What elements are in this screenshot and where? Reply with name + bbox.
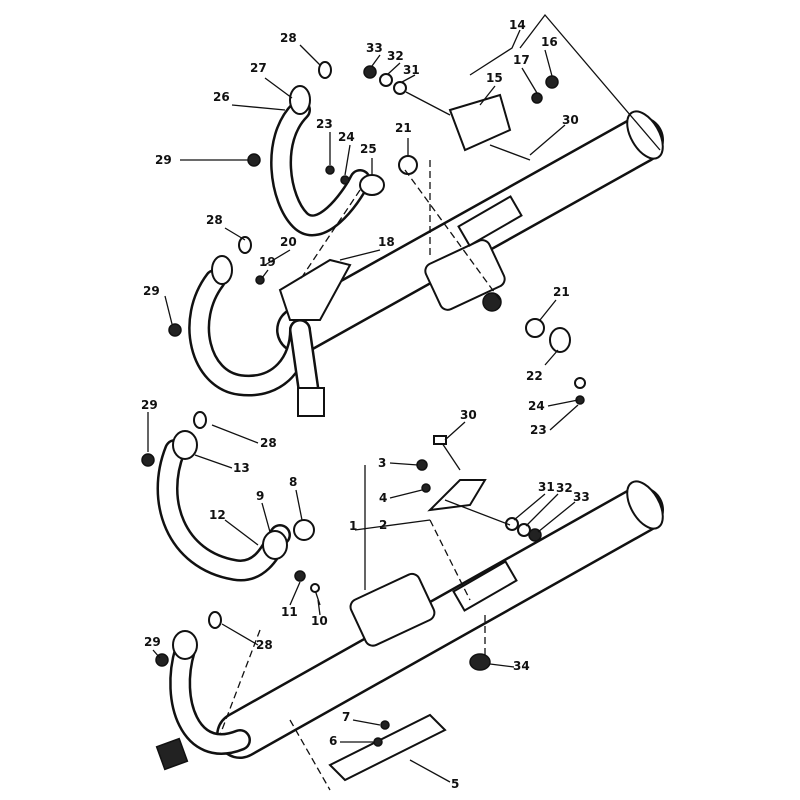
callout-34: 34 <box>513 659 530 673</box>
callout-10: 10 <box>311 614 328 628</box>
callout-30: 30 <box>562 113 579 127</box>
callout-11: 11 <box>281 605 298 619</box>
callout-2: 2 <box>379 518 387 532</box>
callout-29d: 29 <box>144 635 161 649</box>
callout-15: 15 <box>486 71 503 85</box>
callout-28d: 28 <box>256 638 273 652</box>
upper-small-parts <box>168 61 586 417</box>
callout-1: 1 <box>349 519 357 533</box>
callout-8: 8 <box>289 475 297 489</box>
upper-leader-lines <box>164 13 661 431</box>
callout-21: 21 <box>395 121 412 135</box>
callout-7: 7 <box>342 710 350 724</box>
callout-12: 12 <box>209 508 226 522</box>
callout-27: 27 <box>250 61 267 75</box>
lower-leader-lines <box>147 412 576 791</box>
callout-24: 24 <box>338 130 355 144</box>
callout-13: 13 <box>233 461 250 475</box>
callout-18: 18 <box>378 235 395 249</box>
callout-22: 22 <box>526 369 543 383</box>
upper-heat-shield <box>457 195 523 247</box>
callout-14: 14 <box>509 18 526 32</box>
callout-26: 26 <box>213 90 230 104</box>
callout-6: 6 <box>329 734 337 748</box>
callout-21b: 21 <box>553 285 570 299</box>
lower-heat-shield <box>452 560 518 612</box>
lower-muffler <box>216 480 664 759</box>
callout-20: 20 <box>280 235 297 249</box>
callout-29b: 29 <box>143 284 160 298</box>
upper-chamber <box>424 239 506 311</box>
callout-4: 4 <box>379 491 387 505</box>
callout-28: 28 <box>280 31 297 45</box>
callout-30b: 30 <box>460 408 477 422</box>
callout-3: 3 <box>378 456 386 470</box>
callout-labels: 28 27 26 29 23 24 25 21 33 32 31 14 16 1… <box>141 18 590 791</box>
callout-28c: 28 <box>260 436 277 450</box>
lower-chamber <box>349 572 436 647</box>
callout-23b: 23 <box>530 423 547 437</box>
upper-rear-header-pipe <box>270 99 371 237</box>
callout-32: 32 <box>387 49 404 63</box>
callout-31b: 31 <box>538 480 555 494</box>
callout-32b: 32 <box>556 481 573 495</box>
lower-small-parts <box>141 411 542 782</box>
callout-5: 5 <box>451 777 459 791</box>
callout-29c: 29 <box>141 398 158 412</box>
callout-31: 31 <box>403 63 420 77</box>
callout-24b: 24 <box>528 399 545 413</box>
callout-17: 17 <box>513 53 530 67</box>
lower-front-header-pipe <box>169 639 251 755</box>
callout-9: 9 <box>256 489 264 503</box>
callout-28b: 28 <box>206 213 223 227</box>
callout-23: 23 <box>316 117 333 131</box>
callout-19: 19 <box>259 255 276 269</box>
callout-16: 16 <box>541 35 558 49</box>
callout-29: 29 <box>155 153 172 167</box>
callout-33: 33 <box>366 41 383 55</box>
callout-33b: 33 <box>573 490 590 504</box>
callout-25: 25 <box>360 142 377 156</box>
